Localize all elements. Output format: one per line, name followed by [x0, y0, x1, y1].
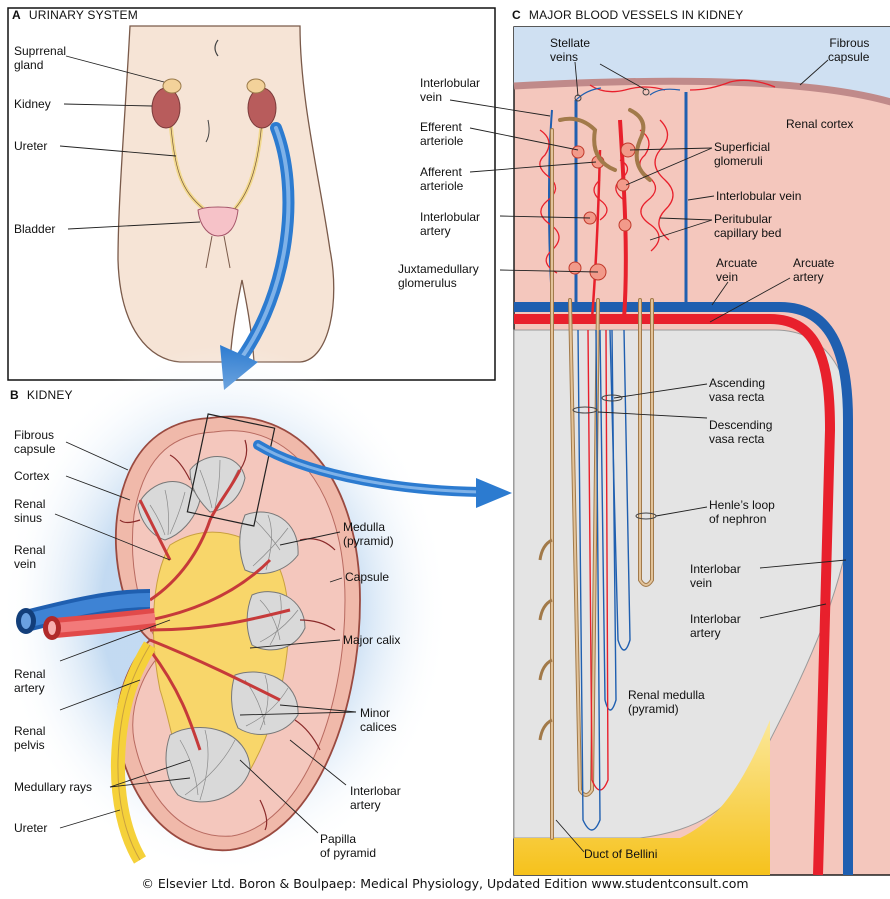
label-ureter-b: Ureter — [14, 821, 47, 835]
label-renal-pelvis: Renal pelvis — [14, 724, 45, 752]
label-suprarenal-gland: Suprrenal gland — [14, 44, 66, 72]
panel-a-title-text: URINARY SYSTEM — [29, 8, 138, 22]
label-renal-vein: Renal vein — [14, 543, 45, 571]
label-interlobar-artery-c: Interlobar artery — [690, 612, 741, 640]
label-medulla: Medulla (pyramid) — [343, 520, 394, 548]
label-stellate-veins: Stellate veins — [550, 36, 590, 64]
label-interlobular-artery: Interlobular artery — [420, 210, 480, 238]
label-superficial-glomeruli: Superficial glomeruli — [714, 140, 770, 168]
label-papilla: Papilla of pyramid — [320, 832, 376, 860]
panel-b-title: B KIDNEY — [10, 388, 73, 402]
label-interlobular-vein-right: Interlobular vein — [716, 189, 801, 203]
panel-c-title: C MAJOR BLOOD VESSELS IN KIDNEY — [512, 8, 743, 22]
label-afferent-arteriole: Afferent arteriole — [420, 165, 463, 193]
label-renal-sinus: Renal sinus — [14, 497, 45, 525]
label-efferent-arteriole: Efferent arteriole — [420, 120, 463, 148]
panel-c-figure — [514, 27, 890, 875]
panel-a-letter: A — [12, 8, 21, 22]
panel-c-letter: C — [512, 8, 521, 22]
label-renal-medulla: Renal medulla (pyramid) — [628, 688, 705, 716]
label-arcuate-artery: Arcuate artery — [793, 256, 834, 284]
label-descending-vasa-recta: Descending vasa recta — [709, 418, 772, 446]
kidney-left — [152, 88, 180, 128]
label-interlobar-artery-b: Interlobar artery — [350, 784, 401, 812]
label-ascending-vasa-recta: Ascending vasa recta — [709, 376, 765, 404]
label-juxtamedullary-glomerulus: Juxtamedullary glomerulus — [398, 262, 479, 290]
panel-b-title-text: KIDNEY — [27, 388, 73, 402]
label-kidney: Kidney — [14, 97, 51, 111]
label-ureter-a: Ureter — [14, 139, 47, 153]
label-renal-artery: Renal artery — [14, 667, 45, 695]
label-fibrous-capsule-b: Fibrous capsule — [14, 428, 55, 456]
panel-a-figure — [8, 8, 495, 390]
panel-a-title: A URINARY SYSTEM — [12, 8, 138, 22]
copyright-credit: © Elsevier Ltd. Boron & Boulpaep: Medica… — [0, 876, 890, 891]
kidney-right — [248, 88, 276, 128]
panel-b-figure — [0, 345, 512, 875]
label-capsule: Capsule — [345, 570, 389, 584]
torso — [118, 26, 334, 362]
label-medullary-rays: Medullary rays — [14, 780, 92, 794]
label-bladder: Bladder — [14, 222, 55, 236]
panel-c-title-text: MAJOR BLOOD VESSELS IN KIDNEY — [529, 8, 744, 22]
label-henle-loop: Henle’s loop of nephron — [709, 498, 775, 526]
label-fibrous-capsule-c: Fibrous capsule — [828, 36, 869, 64]
label-duct-of-bellini: Duct of Bellini — [584, 847, 657, 861]
label-renal-cortex: Renal cortex — [786, 117, 853, 131]
label-major-calix: Major calix — [343, 633, 400, 647]
label-arcuate-vein: Arcuate vein — [716, 256, 757, 284]
label-cortex: Cortex — [14, 469, 49, 483]
label-minor-calices: Minor calices — [360, 706, 397, 734]
panel-b-letter: B — [10, 388, 19, 402]
label-interlobular-vein-left: Interlobular vein — [420, 76, 480, 104]
label-peritubular-capillary-bed: Peritubular capillary bed — [714, 212, 781, 240]
label-interlobar-vein: Interlobar vein — [690, 562, 741, 590]
